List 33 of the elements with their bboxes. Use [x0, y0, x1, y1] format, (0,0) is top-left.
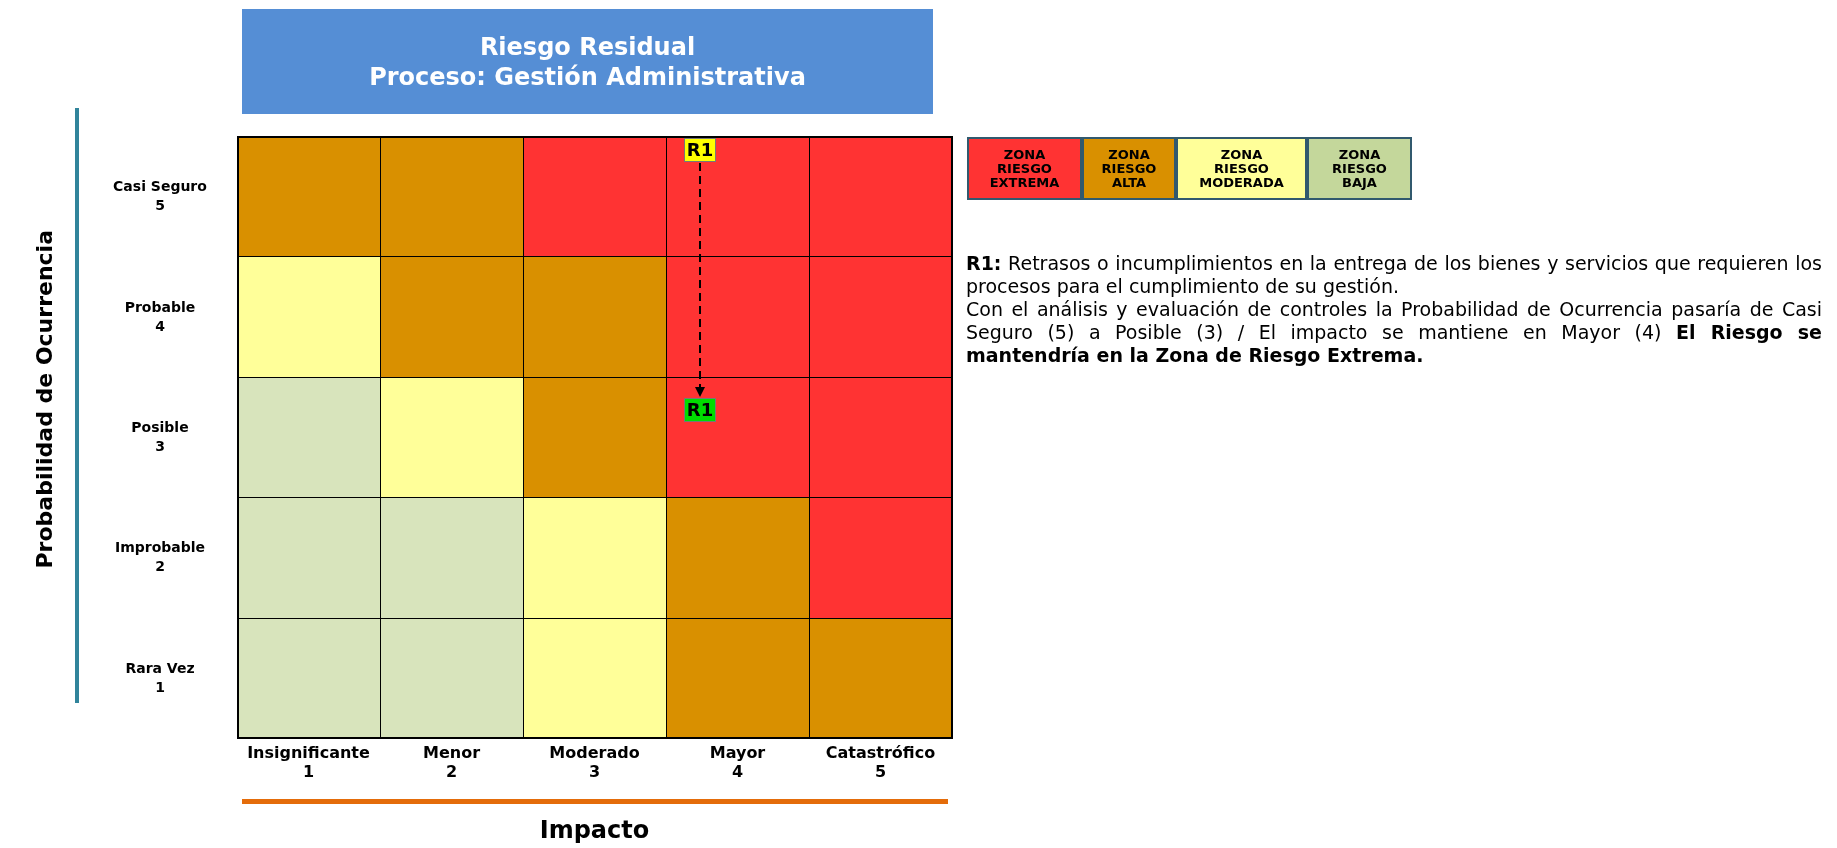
- legend-swatch: ZONA RIESGO EXTREMA: [967, 137, 1082, 200]
- legend-swatch: ZONA RIESGO BAJA: [1307, 137, 1412, 200]
- risk-marker: R1: [684, 138, 716, 162]
- axis-label: Catastrófico: [824, 744, 937, 761]
- axis-label: Probable: [123, 298, 197, 316]
- description-text: Con el análisis y evaluación de controles la Probabilidad de Ocurrencia pasaría de Casi Seguro (5) a Posible (3) / El impacto se mantiene en Mayor (4) El Riesgo se mantendría en la Zona de Riesgo Extrema.: [966, 298, 1822, 367]
- axis-label: Menor: [421, 744, 481, 761]
- axis-label: Mayor: [708, 744, 767, 761]
- axis-label: Posible: [130, 419, 190, 436]
- axis-label: 1: [154, 678, 166, 696]
- axis-label: 4: [730, 763, 745, 780]
- axis-label: 2: [154, 558, 166, 576]
- axis-label: 5: [873, 763, 888, 780]
- title-heading: Riesgo Residual: [479, 31, 696, 62]
- axis-label: Rara Vez: [124, 659, 196, 677]
- axis-label: 4: [154, 317, 166, 335]
- axis-label: 3: [587, 763, 602, 780]
- axis-label: 3: [154, 438, 166, 455]
- axis-label: Moderado: [548, 744, 641, 761]
- legend-swatch: ZONA RIESGO ALTA: [1082, 137, 1176, 200]
- legend-swatch: ZONA RIESGO MODERADA: [1176, 137, 1307, 200]
- axis-label: Improbable: [113, 539, 207, 557]
- arrow: [695, 162, 705, 397]
- axis-title: Impacto: [538, 815, 651, 845]
- axis-label: 2: [444, 763, 459, 780]
- description-text: R1: Retrasos o incumplimientos en la entrega de los bienes y servicios que requieren los procesos para el cumplimiento de su gestión.: [966, 252, 1822, 298]
- axis-label: 1: [301, 763, 316, 780]
- axis-label: Insignificante: [246, 744, 371, 761]
- axis-title: Probabilidad de Ocurrencia: [31, 230, 58, 569]
- title-subheading: Proceso: Gestión Administrativa: [369, 61, 806, 92]
- axis-label: 5: [154, 197, 166, 215]
- axis-label: Casi Seguro: [112, 178, 208, 196]
- risk-marker: R1: [684, 398, 716, 422]
